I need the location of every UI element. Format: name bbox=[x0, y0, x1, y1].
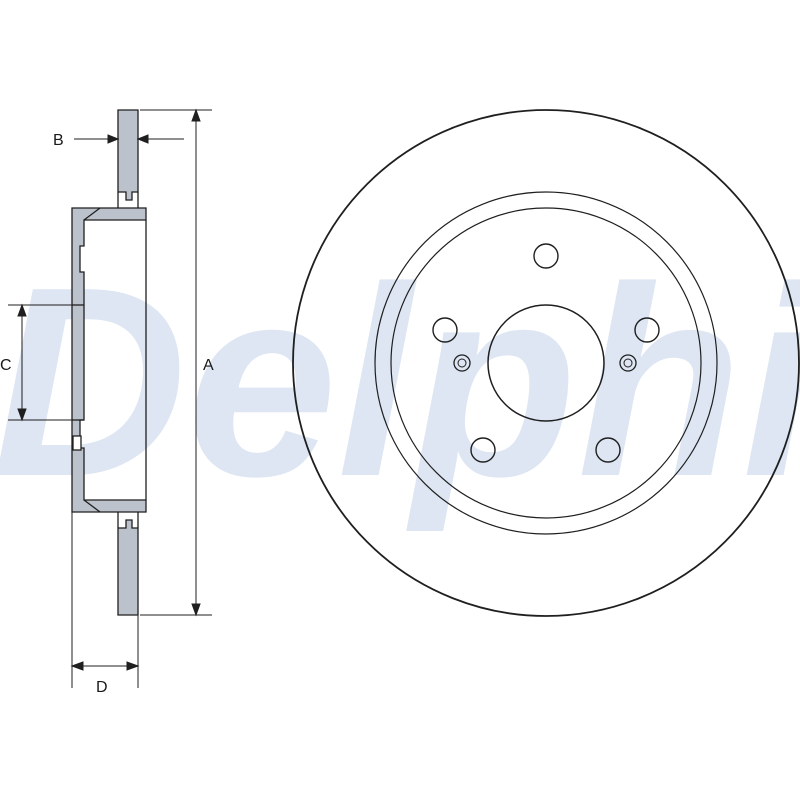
hub-thread-detail bbox=[72, 435, 82, 451]
dimension-a bbox=[140, 108, 212, 617]
bolt-hole bbox=[595, 437, 621, 463]
disc-front-view bbox=[292, 109, 800, 617]
bolt-hole bbox=[470, 437, 496, 463]
delphi-watermark: Delphi bbox=[0, 232, 800, 534]
bolt-hole bbox=[634, 317, 660, 343]
dimension-c-label: C bbox=[0, 357, 12, 374]
dimension-d-label: D bbox=[96, 679, 108, 696]
locating-pin-center bbox=[623, 358, 633, 368]
dimension-d bbox=[70, 512, 140, 688]
dimension-b bbox=[74, 134, 184, 144]
bolt-hole bbox=[533, 243, 559, 269]
hat-outer-circle bbox=[374, 191, 718, 535]
dimension-c bbox=[8, 303, 72, 422]
disc-outer-edge bbox=[292, 109, 800, 617]
center-bore bbox=[487, 304, 605, 422]
dimension-b-label: B bbox=[53, 132, 64, 149]
hat-inner-circle bbox=[390, 207, 702, 519]
dimension-a-label: A bbox=[203, 357, 214, 374]
locating-pin bbox=[453, 354, 471, 372]
locating-pin-center bbox=[457, 358, 467, 368]
locating-pin bbox=[619, 354, 637, 372]
bolt-hole bbox=[432, 317, 458, 343]
disc-side-view bbox=[71, 109, 147, 616]
